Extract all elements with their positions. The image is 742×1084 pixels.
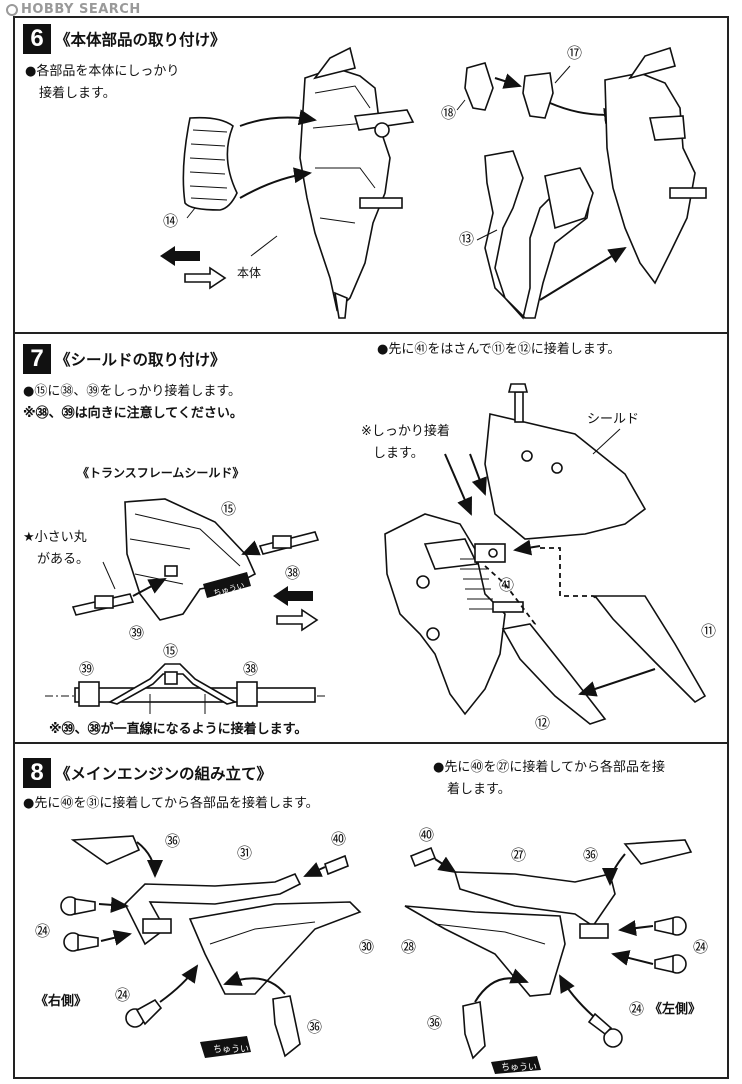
step-6-illustration [160,46,707,320]
step-8-instruction-right-2: 着します。 [447,782,511,797]
small-circle-note-1: ★小さい丸 [23,530,87,545]
transframe-shield-title: 《トランスフレームシールド》 [77,466,245,480]
part-41-drawing [474,543,506,563]
body-label: 本体 [237,266,262,280]
shield-label: シールド [587,412,640,427]
body-right-drawing [604,46,707,285]
part-40-cap-right [409,846,437,868]
part-24-label-left: ㉔ [35,922,51,940]
part-40-label-left: ㊵ [331,830,347,848]
step-8-title: 《メインエンジンの組み立て》 [55,765,273,783]
part-13-drawing [484,150,594,320]
caution-tag-icon-left [200,1036,251,1058]
white-arrow-icon [184,266,227,290]
step-7-instruction-right: ●先に㊶をはさんで⑪を⑫に接着します。 [377,342,621,357]
black-arrow-icon [160,246,200,266]
body-assembly-drawing [384,513,524,716]
part-27-frame [453,871,616,928]
part-36-fin-bottom [272,995,301,1058]
step-7-instruction-line1: ●⑮に㊳、㊴をしっかり接着します。 [23,384,242,399]
align-part-38-label: ㊳ [243,660,259,678]
part-24-label-left-bottom: ㉔ [115,986,131,1004]
step-7-title: 《シールドの取り付け》 [55,351,226,369]
part-11-drawing [593,595,707,704]
part-48-drawing [464,62,494,111]
step-6-title: 《本体部品の取り付け》 [55,31,226,49]
part-36-label-right-top: ㊱ [583,846,599,864]
left-side-label: 《左側》 [649,1002,702,1017]
part-30-label: ㉚ [359,938,375,956]
part-30-panel [188,901,362,995]
step-6-instruction-line1: ●各部品を本体にしっかり [25,64,180,79]
step-8-number: 8 [23,758,51,788]
caution-tag-icon-right [491,1056,541,1074]
step-8-panel: 8 《メインエンジンの組み立て》 ●先に㊵を㉛に接着してから各部品を接着します。… [13,744,729,1079]
step-8-instruction-left: ●先に㊵を㉛に接着してから各部品を接着します。 [23,796,319,811]
part-12-label: ⑫ [535,714,551,732]
step-7-instruction-line2: ※㊳、㊴は向きに注意してください。 [23,406,243,421]
part-39-label: ㊴ [129,624,145,642]
caution-tag-icon [203,572,251,598]
caution-tag-text-left: ちゅうい [213,1045,250,1055]
part-14-drawing [182,116,238,211]
alignment-diagram [45,663,325,714]
part-24-label-right-bottom: ㉔ [629,1000,645,1018]
part-13-label: ⑬ [459,230,475,248]
part-36-fin-top [70,835,141,865]
part-15-label: ⑮ [221,500,237,518]
small-circle-note-2: がある。 [37,552,90,567]
part-38-label: ㊳ [285,564,301,582]
watermark: HOBBY SEARCH [6,2,141,17]
white-arrow-icon [276,608,319,632]
shield-assembly-drawing [484,383,647,540]
right-side-label: 《右側》 [35,994,88,1009]
caution-tag-text-right: ちゅうい [501,1063,538,1073]
part-40-cap [324,854,349,876]
part-36-fin-top-right [623,839,693,865]
black-arrow-icon [273,586,313,606]
part-24-label-right: ㉔ [693,938,709,956]
step-6-instruction-line2: 接着します。 [39,86,116,101]
part-27-label: ㉗ [511,846,527,864]
part-47-drawing [522,72,554,119]
part-12-drawing [501,623,607,725]
part-36-fin-bottom-right [462,1001,486,1060]
part-31-label: ㉛ [237,844,253,862]
part-36-label-right-bottom: ㊱ [427,1014,443,1032]
part-14-label: ⑭ [163,212,179,230]
part-36-label-left-bottom: ㊱ [307,1018,323,1036]
watermark-text: HOBBY SEARCH [21,2,141,17]
watermark-logo-icon [6,3,18,16]
step-7-number: 7 [23,344,51,374]
step-6-panel: 6 《本体部品の取り付け》 ●各部品を本体にしっかり 接着します。 [13,16,729,334]
left-engine-drawing [60,835,362,1058]
step-8-instruction-right-1: ●先に㊵を㉗に接着してから各部品を接 [433,760,665,775]
glue-note-1: ※しっかり接着 [361,424,450,439]
part-38-pin-drawing [258,531,320,555]
part-11-label: ⑪ [701,622,717,640]
right-engine-drawing [404,839,693,1074]
part-28-label: ㉘ [401,938,417,956]
part-40-label-right: ㊵ [419,826,435,844]
part-48-label: ⑱ [441,104,457,122]
step-6-number: 6 [23,24,51,54]
align-part-15-label: ⑮ [163,642,179,660]
part-47-label: ⑰ [567,44,583,62]
part-39-pin-drawing [71,593,135,616]
align-part-39-label: ㊴ [79,660,95,678]
step-7-panel: 7 《シールドの取り付け》 ●先に㊶をはさんで⑪を⑫に接着します。 ●⑮に㊳、㊴… [13,334,729,744]
part-28-panel [404,905,566,997]
body-main-drawing [299,46,415,319]
step-7-illustration [45,383,707,725]
glue-note-2: します。 [373,446,424,461]
part-41-label: ㊶ [499,576,515,594]
alignment-note: ※㊴、㊳が一直線になるように接着します。 [49,722,308,737]
part-36-label-left-top: ㊱ [165,832,181,850]
step-8-illustration [60,835,693,1074]
